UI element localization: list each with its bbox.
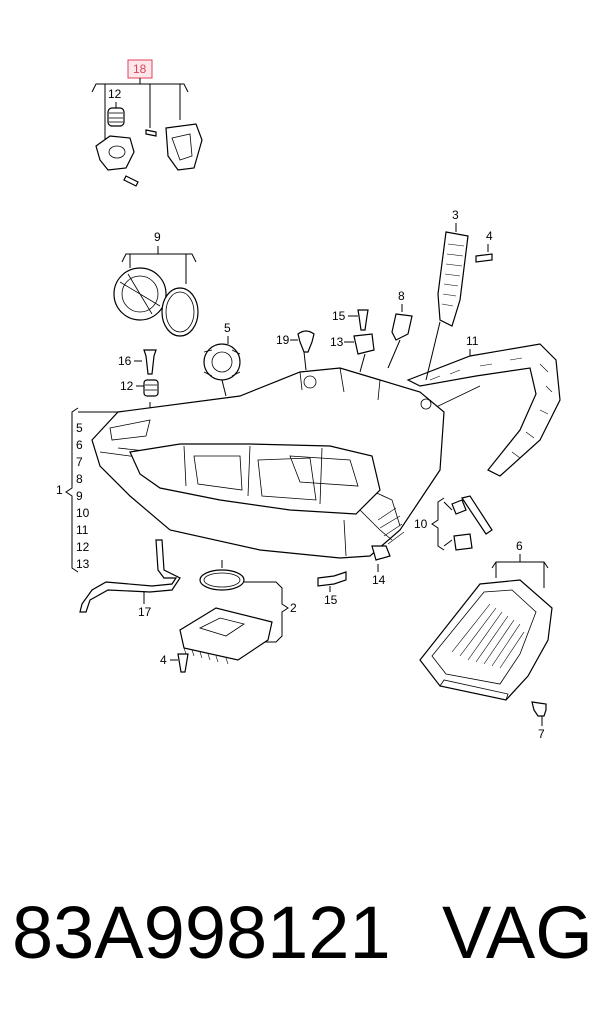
callout-13-top[interactable]: 13 bbox=[330, 335, 344, 349]
screw-part-15-top bbox=[357, 309, 369, 331]
callout-12-left[interactable]: 12 bbox=[120, 379, 134, 393]
breather-hose-part bbox=[79, 539, 181, 613]
callout-15-bottom[interactable]: 15 bbox=[324, 593, 338, 607]
headlight-lens-area bbox=[129, 443, 381, 515]
sublist-item[interactable]: 5 bbox=[76, 421, 83, 435]
small-screw-part bbox=[145, 129, 157, 137]
callout-19[interactable]: 19 bbox=[276, 333, 290, 347]
bushing-part bbox=[107, 107, 125, 127]
callout-18[interactable]: 18 bbox=[133, 62, 147, 76]
group-1-sublist: 5 6 7 8 9 10 11 12 13 bbox=[76, 421, 90, 571]
plug-part-19 bbox=[297, 330, 315, 353]
clip-part-14 bbox=[371, 545, 391, 561]
screw-part-18 bbox=[123, 175, 139, 187]
callout-4-top[interactable]: 4 bbox=[486, 229, 493, 243]
sublist-item[interactable]: 11 bbox=[76, 523, 89, 537]
sublist-item[interactable]: 12 bbox=[76, 540, 90, 554]
bracket-18 bbox=[91, 78, 189, 150]
screw-part-10b bbox=[461, 495, 493, 535]
bracket-2 bbox=[244, 581, 289, 643]
bracket-9 bbox=[121, 246, 197, 284]
connector-part-8 bbox=[391, 313, 413, 341]
seal-gasket-part bbox=[406, 343, 561, 477]
callout-3[interactable]: 3 bbox=[452, 208, 459, 222]
seal-ring-part-2 bbox=[199, 569, 245, 591]
sublist-item[interactable]: 8 bbox=[76, 472, 83, 486]
seal-ring-part bbox=[161, 287, 199, 337]
bracket-1 bbox=[65, 407, 79, 573]
exploded-parts-diagram: 18 12 9 3 4 8 15 13 19 5 16 12 bbox=[56, 59, 561, 741]
sublist-item[interactable]: 6 bbox=[76, 438, 83, 452]
sublist-item[interactable]: 7 bbox=[76, 455, 83, 469]
callout-4-bottom[interactable]: 4 bbox=[160, 653, 167, 667]
callout-10[interactable]: 10 bbox=[414, 517, 428, 531]
callout-9[interactable]: 9 bbox=[154, 230, 161, 244]
sublist-item[interactable]: 9 bbox=[76, 489, 83, 503]
nut-part-10c bbox=[453, 533, 473, 551]
screw-part-4 bbox=[475, 253, 493, 263]
callout-2[interactable]: 2 bbox=[290, 601, 297, 615]
sublist-item[interactable]: 13 bbox=[76, 557, 90, 571]
bracket-10 bbox=[431, 497, 453, 551]
callout-12-top[interactable]: 12 bbox=[108, 87, 122, 101]
repair-bracket-part bbox=[165, 123, 203, 171]
callout-5-top[interactable]: 5 bbox=[224, 321, 231, 335]
callout-14[interactable]: 14 bbox=[372, 573, 386, 587]
bracket-6 bbox=[491, 554, 549, 588]
callout-8[interactable]: 8 bbox=[398, 289, 405, 303]
part-number: 83A998121 bbox=[12, 891, 391, 974]
clip-part-13 bbox=[353, 333, 375, 355]
spacer-part-10a bbox=[451, 499, 467, 515]
callout-6[interactable]: 6 bbox=[516, 539, 523, 553]
drl-module-part bbox=[419, 579, 553, 701]
bushing-part-12 bbox=[143, 379, 159, 397]
callout-17[interactable]: 17 bbox=[138, 605, 152, 619]
led-control-module-part bbox=[179, 607, 273, 661]
screw-part-15-bottom bbox=[317, 571, 347, 587]
callout-11[interactable]: 11 bbox=[466, 334, 479, 348]
callout-7[interactable]: 7 bbox=[538, 727, 545, 741]
screw-part-16 bbox=[143, 349, 157, 375]
callout-15-top[interactable]: 15 bbox=[332, 309, 346, 323]
callout-1[interactable]: 1 bbox=[56, 483, 63, 497]
sublist-item[interactable]: 10 bbox=[76, 506, 90, 520]
mount-bracket-part bbox=[95, 135, 135, 171]
callout-16[interactable]: 16 bbox=[118, 354, 132, 368]
screw-part-7 bbox=[531, 701, 547, 717]
screw-part-4-bottom bbox=[177, 653, 189, 673]
brand-label: VAG bbox=[442, 891, 593, 974]
